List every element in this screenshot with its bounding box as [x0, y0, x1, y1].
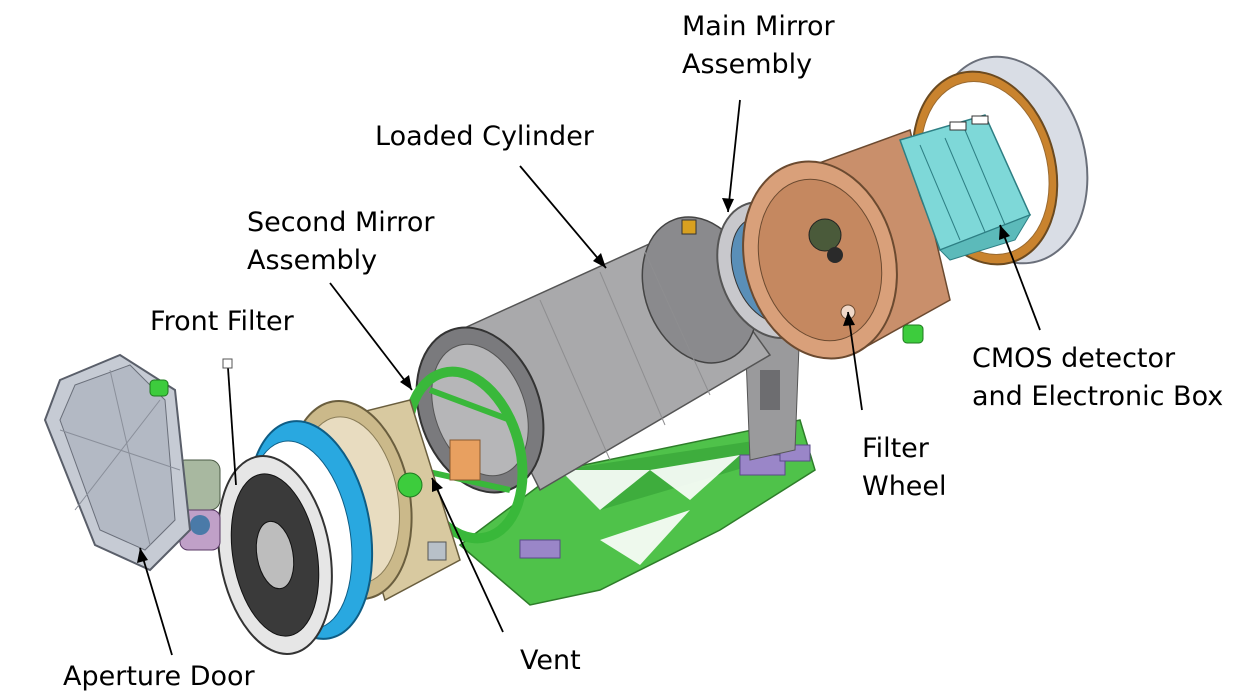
leader-lines — [137, 99, 1041, 656]
filter-wheel-leader — [847, 311, 863, 411]
label-aperture-door: Aperture Door — [63, 661, 255, 692]
label-second-mirror-line2: Assembly — [247, 245, 378, 276]
main-mirror-leader — [727, 99, 741, 213]
label-second-mirror-line1: Second Mirror — [247, 207, 435, 238]
label-cmos-detector: CMOS detector and Electronic Box — [972, 340, 1223, 416]
main-mirror-housing — [742, 129, 951, 360]
label-second-mirror-assembly: Second Mirror Assembly — [247, 204, 435, 280]
loaded-cylinder-leader — [519, 165, 607, 269]
label-main-mirror-line2: Assembly — [682, 49, 813, 80]
cmos-leader — [999, 224, 1041, 331]
label-cmos-line2: and Electronic Box — [972, 381, 1224, 412]
label-cmos-line1: CMOS detector — [972, 343, 1176, 374]
front-filter-plate — [217, 455, 333, 655]
connector-green-right — [902, 324, 924, 344]
label-filter-wheel-line2: Wheel — [862, 471, 947, 502]
label-vent: Vent — [520, 645, 581, 676]
aperture-door — [43, 353, 192, 572]
label-filter-wheel: Filter Wheel — [862, 430, 947, 506]
label-front-filter: Front Filter — [150, 306, 294, 337]
label-loaded-cylinder: Loaded Cylinder — [375, 121, 594, 152]
label-main-mirror-line1: Main Mirror — [682, 11, 835, 42]
label-main-mirror-assembly: Main Mirror Assembly — [682, 8, 835, 84]
aperture-door-leader — [139, 547, 173, 656]
second-mirror-leader — [329, 282, 413, 391]
label-filter-wheel-line1: Filter — [862, 433, 929, 464]
vent-leader — [431, 477, 504, 633]
front-filter-leader — [227, 367, 237, 486]
